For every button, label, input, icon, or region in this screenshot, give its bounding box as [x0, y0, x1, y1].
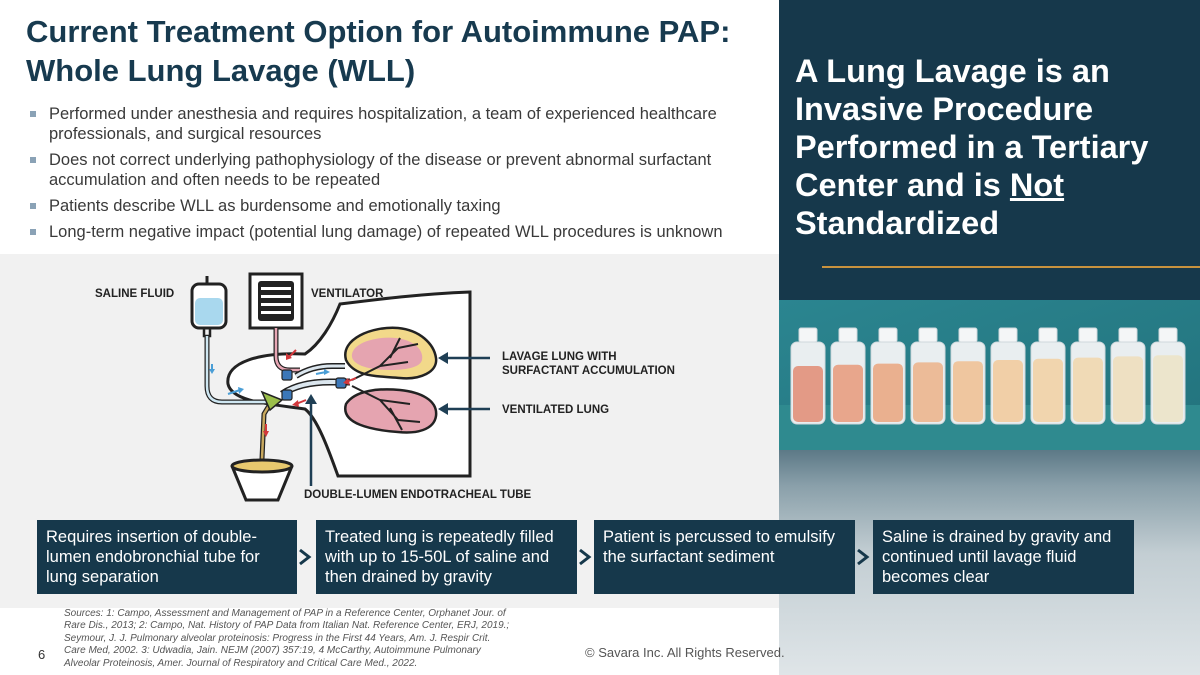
title-line-2: Whole Lung Lavage (WLL)	[26, 53, 416, 88]
procedure-steps: Requires insertion of double-lumen endob…	[0, 520, 1200, 594]
chevron-right-icon	[857, 548, 870, 566]
step-4-box: Saline is drained by gravity and continu…	[873, 520, 1134, 594]
ventilated-lung-label: VENTILATED LUNG	[502, 404, 609, 416]
slide-title: Current Treatment Option for Autoimmune …	[26, 12, 786, 90]
lavage-bottles-image	[779, 300, 1200, 450]
ventilator-icon	[248, 272, 304, 330]
drain-cup-icon	[230, 458, 294, 502]
label-pointer-arrows	[305, 352, 490, 486]
bottle-fluid	[993, 360, 1023, 422]
bullet-item: Long-term negative impact (potential lun…	[28, 222, 780, 242]
bottle-cap	[918, 327, 938, 343]
y-connector-icon	[260, 390, 284, 412]
headline: A Lung Lavage is an Invasive Procedure P…	[795, 53, 1149, 241]
bullet-list: Performed under anesthesia and requires …	[28, 104, 780, 248]
page-number: 6	[38, 647, 46, 662]
bottle-fluid	[873, 363, 903, 422]
bottle-cap	[1158, 327, 1178, 343]
chevron-right-icon	[579, 548, 592, 566]
headline-not: Not	[1009, 167, 1065, 203]
bullet-square-icon	[30, 157, 36, 163]
bullet-square-icon	[30, 229, 36, 235]
bottle-cap	[798, 327, 818, 343]
bottle-cap	[1038, 327, 1058, 343]
bottle-fluid	[833, 364, 863, 422]
lavage-fluid-photo	[779, 300, 1200, 450]
wll-diagram: SALINE FLUID VENTILATOR LAVAGE LUNG WITH…	[95, 272, 675, 502]
lavage-lung-label-line1: LAVAGE LUNG WITH	[502, 351, 617, 363]
bullet-square-icon	[30, 111, 36, 117]
ventilated-lung-icon	[344, 385, 438, 434]
bottle-cap	[1078, 327, 1098, 343]
bottle-fluid	[1153, 355, 1183, 422]
sources-footnote: Sources: 1: Campo, Assessment and Manage…	[64, 608, 510, 669]
saline-fluid-label: SALINE FLUID	[95, 288, 174, 300]
bullet-item: Patients describe WLL as burdensome and …	[28, 196, 780, 216]
accent-divider	[822, 266, 1200, 268]
bottle-fluid	[913, 362, 943, 422]
bottle-fluid	[1073, 357, 1103, 422]
title-line-1: Current Treatment Option for Autoimmune …	[26, 14, 731, 49]
bottle-cap	[838, 327, 858, 343]
step-2-box: Treated lung is repeatedly filled with u…	[316, 520, 577, 594]
endotracheal-tube-label: DOUBLE-LUMEN ENDOTRACHEAL TUBE	[304, 489, 532, 501]
bottle-cap	[958, 327, 978, 343]
step-3-box: Patient is percussed to emulsify the sur…	[594, 520, 855, 594]
bottle-fluid	[953, 361, 983, 422]
saline-bag-icon	[190, 276, 228, 338]
chevron-right-icon	[299, 548, 312, 566]
bullet-item: Performed under anesthesia and requires …	[28, 104, 780, 144]
bottle-fluid	[1033, 358, 1063, 422]
bottle-fluid	[1113, 356, 1143, 422]
bottle-cap	[1118, 327, 1138, 343]
bottle-cap	[878, 327, 898, 343]
flow-arrows	[209, 349, 357, 437]
lavage-lung-label-line2: SURFACTANT ACCUMULATION	[502, 365, 675, 377]
copyright: © Savara Inc. All Rights Reserved.	[585, 645, 785, 660]
bottle-cap	[998, 327, 1018, 343]
lavage-lung-icon	[344, 326, 438, 381]
bottle-fluid	[793, 366, 823, 422]
ventilator-label: VENTILATOR	[311, 288, 384, 300]
bullet-item: Does not correct underlying pathophysiol…	[28, 150, 780, 190]
bullet-square-icon	[30, 203, 36, 209]
step-1-box: Requires insertion of double-lumen endob…	[37, 520, 297, 594]
